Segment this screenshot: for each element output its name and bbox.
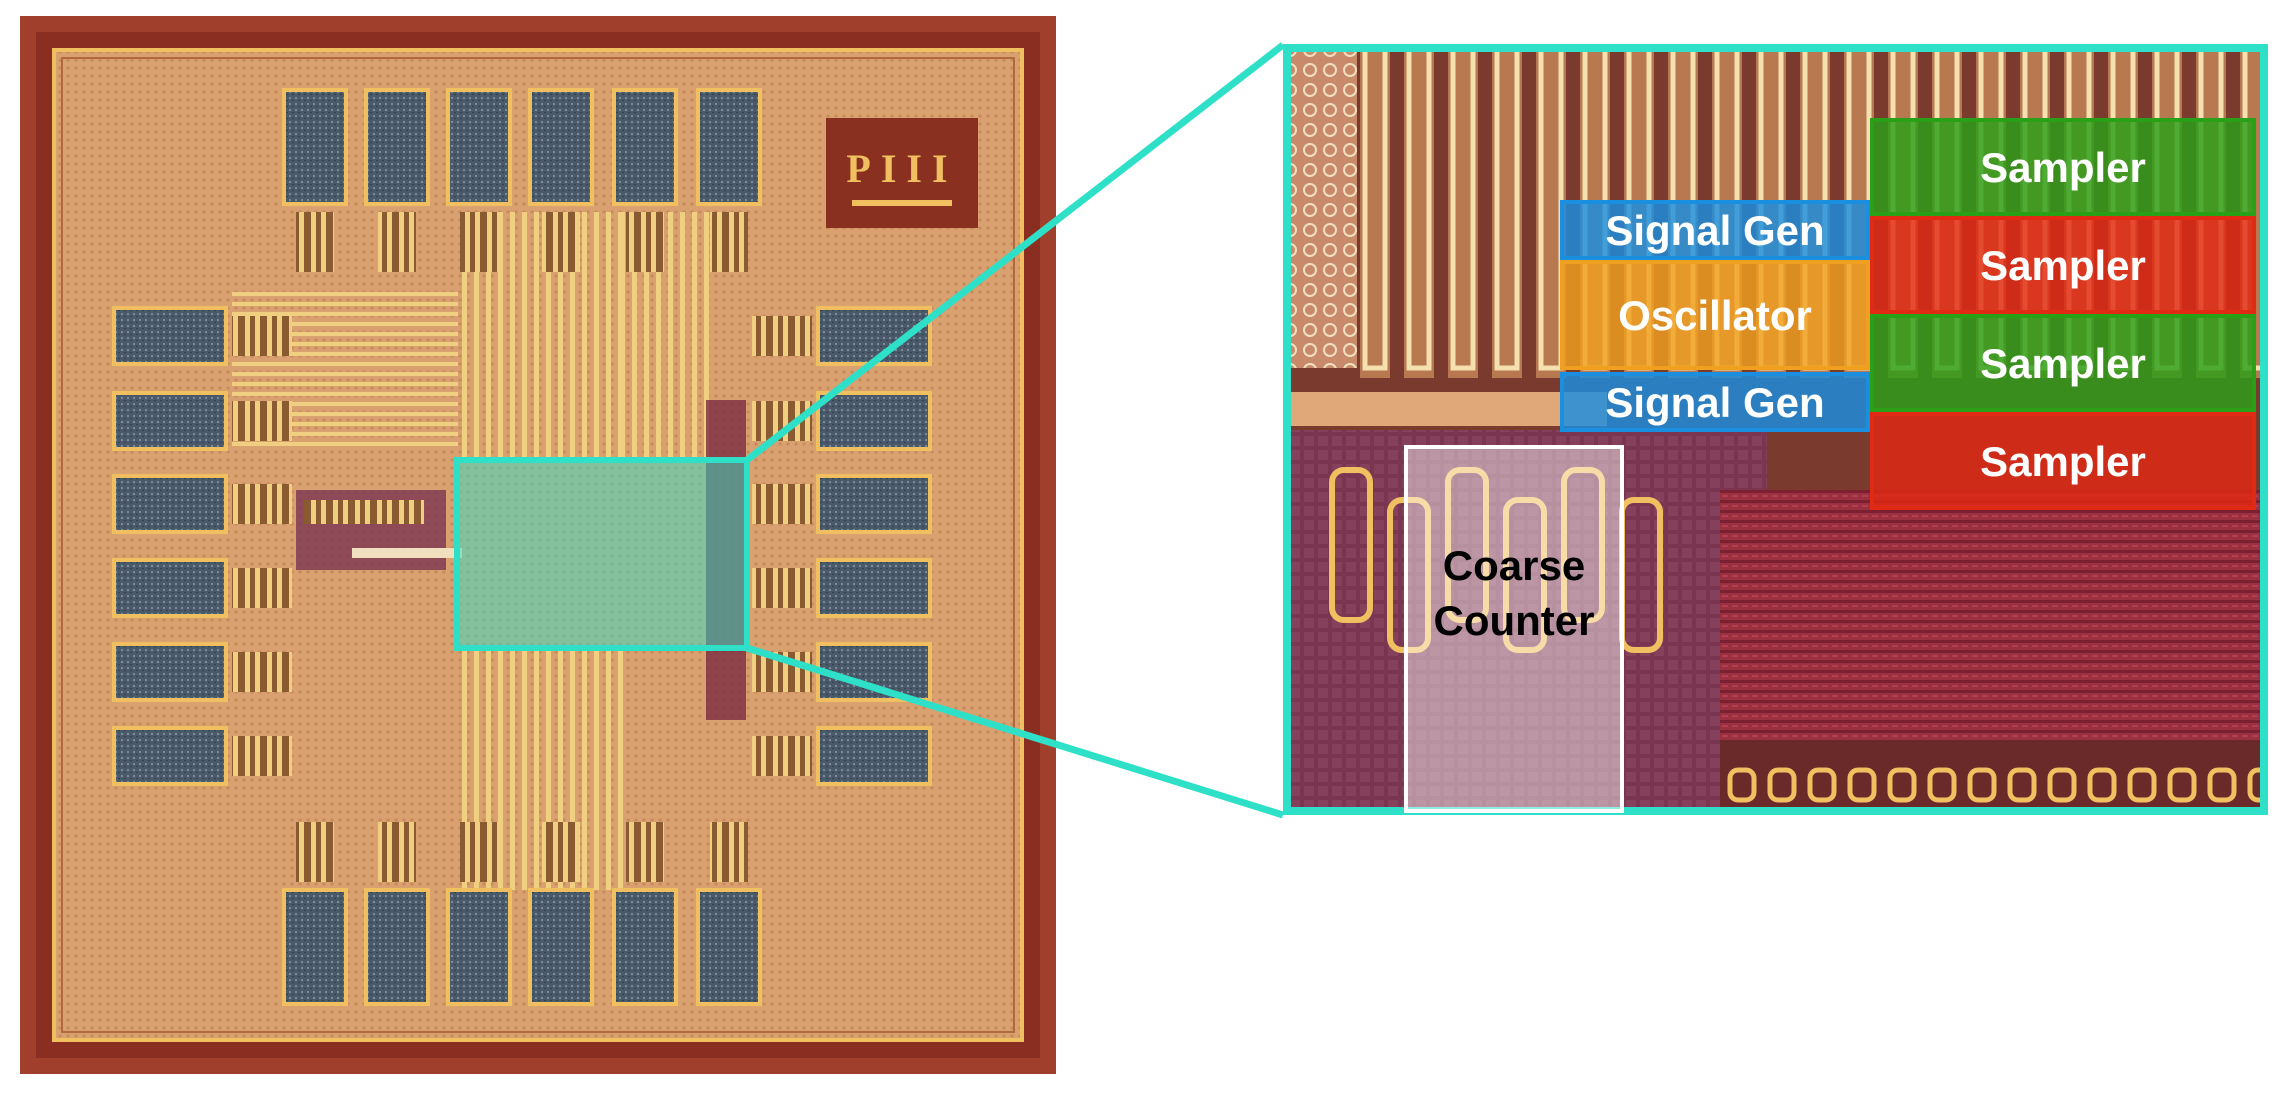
- bond-pad: [282, 88, 348, 206]
- bond-pad: [528, 888, 594, 1006]
- bond-pad: [612, 88, 678, 206]
- die-photo: PIII: [20, 16, 1056, 1074]
- coarse-counter-line1: Coarse: [1443, 542, 1585, 589]
- bond-pad: [816, 391, 932, 451]
- block-label: Sampler: [1980, 242, 2146, 289]
- bond-pad: [282, 888, 348, 1006]
- bond-pad: [612, 888, 678, 1006]
- bond-pad: [528, 88, 594, 206]
- block-label: Sampler: [1980, 340, 2146, 387]
- bond-pad: [364, 88, 430, 206]
- highlight-box: [454, 457, 750, 651]
- left-bus-lines: [232, 292, 458, 446]
- chip-marking: PIII: [826, 118, 978, 228]
- block-label: Signal Gen: [1605, 379, 1824, 426]
- bond-pad: [446, 888, 512, 1006]
- block-label: Signal Gen: [1605, 207, 1824, 254]
- block-sampler-3: Sampler: [1870, 314, 2256, 412]
- block-oscillator: Oscillator: [1560, 260, 1870, 370]
- block-label: Sampler: [1980, 438, 2146, 485]
- bond-pad: [816, 558, 932, 618]
- bond-pad: [696, 888, 762, 1006]
- bond-pad: [112, 391, 228, 451]
- bond-pad: [696, 88, 762, 206]
- block-label: Oscillator: [1618, 292, 1812, 339]
- bond-pad: [112, 474, 228, 534]
- left-circuit: [296, 490, 462, 570]
- bond-pad: [816, 474, 932, 534]
- coarse-counter-line2: Counter: [1434, 597, 1595, 644]
- bond-pad: [112, 726, 228, 786]
- bond-pad: [112, 642, 228, 702]
- bond-pads: [112, 88, 932, 1006]
- bond-pad: [112, 558, 228, 618]
- chip-marking-text: PIII: [846, 146, 957, 191]
- bond-pad: [112, 306, 228, 366]
- block-sampler-4: Sampler: [1870, 412, 2256, 510]
- block-sampler-2: Sampler: [1870, 216, 2256, 314]
- block-sampler-1: Sampler: [1870, 118, 2256, 216]
- bond-pad: [364, 888, 430, 1006]
- bond-pad: [816, 306, 932, 366]
- bond-pad: [446, 88, 512, 206]
- block-label: Sampler: [1980, 144, 2146, 191]
- zoom-connector: [744, 42, 1286, 819]
- central-bus-lines: [462, 212, 709, 890]
- block-signal-gen-top: Signal Gen: [1560, 200, 1870, 260]
- coarse-counter: Coarse Counter: [1404, 445, 1624, 813]
- bond-pad: [816, 726, 932, 786]
- block-signal-gen-bottom: Signal Gen: [1560, 372, 1870, 432]
